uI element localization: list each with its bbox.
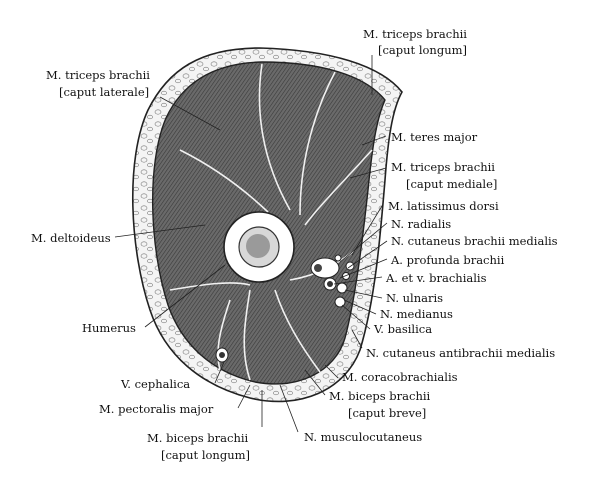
label-medianus: N. medianus bbox=[380, 307, 453, 321]
label-cephalica: V. cephalica bbox=[120, 377, 190, 391]
label-ulnaris: N. ulnaris bbox=[386, 291, 443, 305]
leader-lines bbox=[114, 55, 388, 433]
label-profunda: A. profunda brachii bbox=[390, 253, 505, 267]
label-coracobrachialis: M. coracobrachialis bbox=[342, 370, 458, 384]
label-biceps-breve-2: [caput breve] bbox=[348, 406, 426, 420]
label-brachialis-vessels: A. et v. brachialis bbox=[385, 271, 487, 285]
label-radialis: N. radialis bbox=[391, 217, 451, 231]
label-triceps-longum-2: [caput longum] bbox=[378, 43, 467, 57]
label-triceps-longum-1: M. triceps brachii bbox=[363, 27, 467, 41]
label-biceps-longum-1: M. biceps brachii bbox=[147, 431, 249, 445]
label-humerus: Humerus bbox=[82, 321, 136, 335]
label-antibrachii: N. cutaneus antibrachii medialis bbox=[366, 346, 555, 360]
label-deltoideus: M. deltoideus bbox=[31, 231, 111, 245]
humerus-marrow-core bbox=[246, 234, 270, 258]
label-basilica: V. basilica bbox=[373, 322, 432, 336]
label-latissimus: M. latissimus dorsi bbox=[388, 199, 499, 213]
label-cutaneus-brachii: N. cutaneus brachii medialis bbox=[391, 234, 558, 248]
label-biceps-breve-1: M. biceps brachii bbox=[329, 389, 431, 403]
labels: M. triceps brachii [caput longum] M. tri… bbox=[31, 27, 558, 462]
label-musculocutaneus: N. musculocutaneus bbox=[304, 430, 422, 444]
label-biceps-longum-2: [caput longum] bbox=[161, 448, 250, 462]
label-triceps-mediale-2: [caput mediale] bbox=[406, 177, 497, 191]
label-triceps-laterale-1: M. triceps brachii bbox=[46, 68, 150, 82]
label-pectoralis: M. pectoralis major bbox=[99, 402, 214, 416]
label-triceps-laterale-2: [caput laterale] bbox=[59, 85, 149, 99]
label-teres-major: M. teres major bbox=[391, 130, 478, 144]
cephalic-vein-lumen bbox=[219, 352, 225, 358]
label-triceps-mediale-1: M. triceps brachii bbox=[391, 160, 495, 174]
